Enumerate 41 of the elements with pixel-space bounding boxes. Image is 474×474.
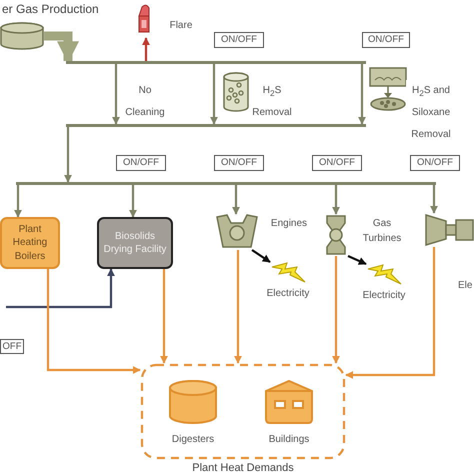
arrow [234,250,242,364]
arrow [430,185,438,214]
pipe-header [16,182,436,185]
pipe-header [66,61,366,64]
arrow [348,255,367,265]
switch-label: OFF [0,339,24,354]
arrow [64,127,72,183]
switch-label: ON/OFF [116,155,166,171]
process-box: Plant Heating Boilers [0,217,60,269]
pipe-header [66,124,366,127]
unit-label: Flare [168,19,194,33]
arrow [232,185,240,215]
switch-label: ON/OFF [214,155,264,171]
unit-label: Electricity [266,287,310,300]
arrow [112,64,120,125]
diagram-heading: er Gas Production [2,2,99,18]
switch-label: ON/OFF [312,155,362,171]
unit-label: Digesters [170,433,216,446]
arrow [142,37,150,61]
arrow [345,247,436,379]
arrow [160,269,168,364]
arrow [332,256,340,364]
arrow [14,185,22,218]
group-label: Plant Heat Demands [191,461,295,474]
arrow [46,269,141,374]
unit-label: Ele [458,280,474,294]
unit-label: Electricity [362,289,406,302]
arrow [332,185,340,215]
arrow [6,268,115,308]
unit-label: Engines [270,217,308,231]
arrow [129,185,137,218]
arrow [251,249,271,263]
process-box: Biosolids Drying Facility [97,217,173,269]
switch-label: ON/OFF [214,32,264,48]
unit-label: Buildings [268,433,310,446]
switch-label: ON/OFF [362,32,410,48]
arrow [358,64,366,125]
arrow [210,64,218,125]
arrow [44,32,79,64]
switch-label: ON/OFF [410,155,460,171]
unit-label: Gas Turbines [362,217,402,246]
